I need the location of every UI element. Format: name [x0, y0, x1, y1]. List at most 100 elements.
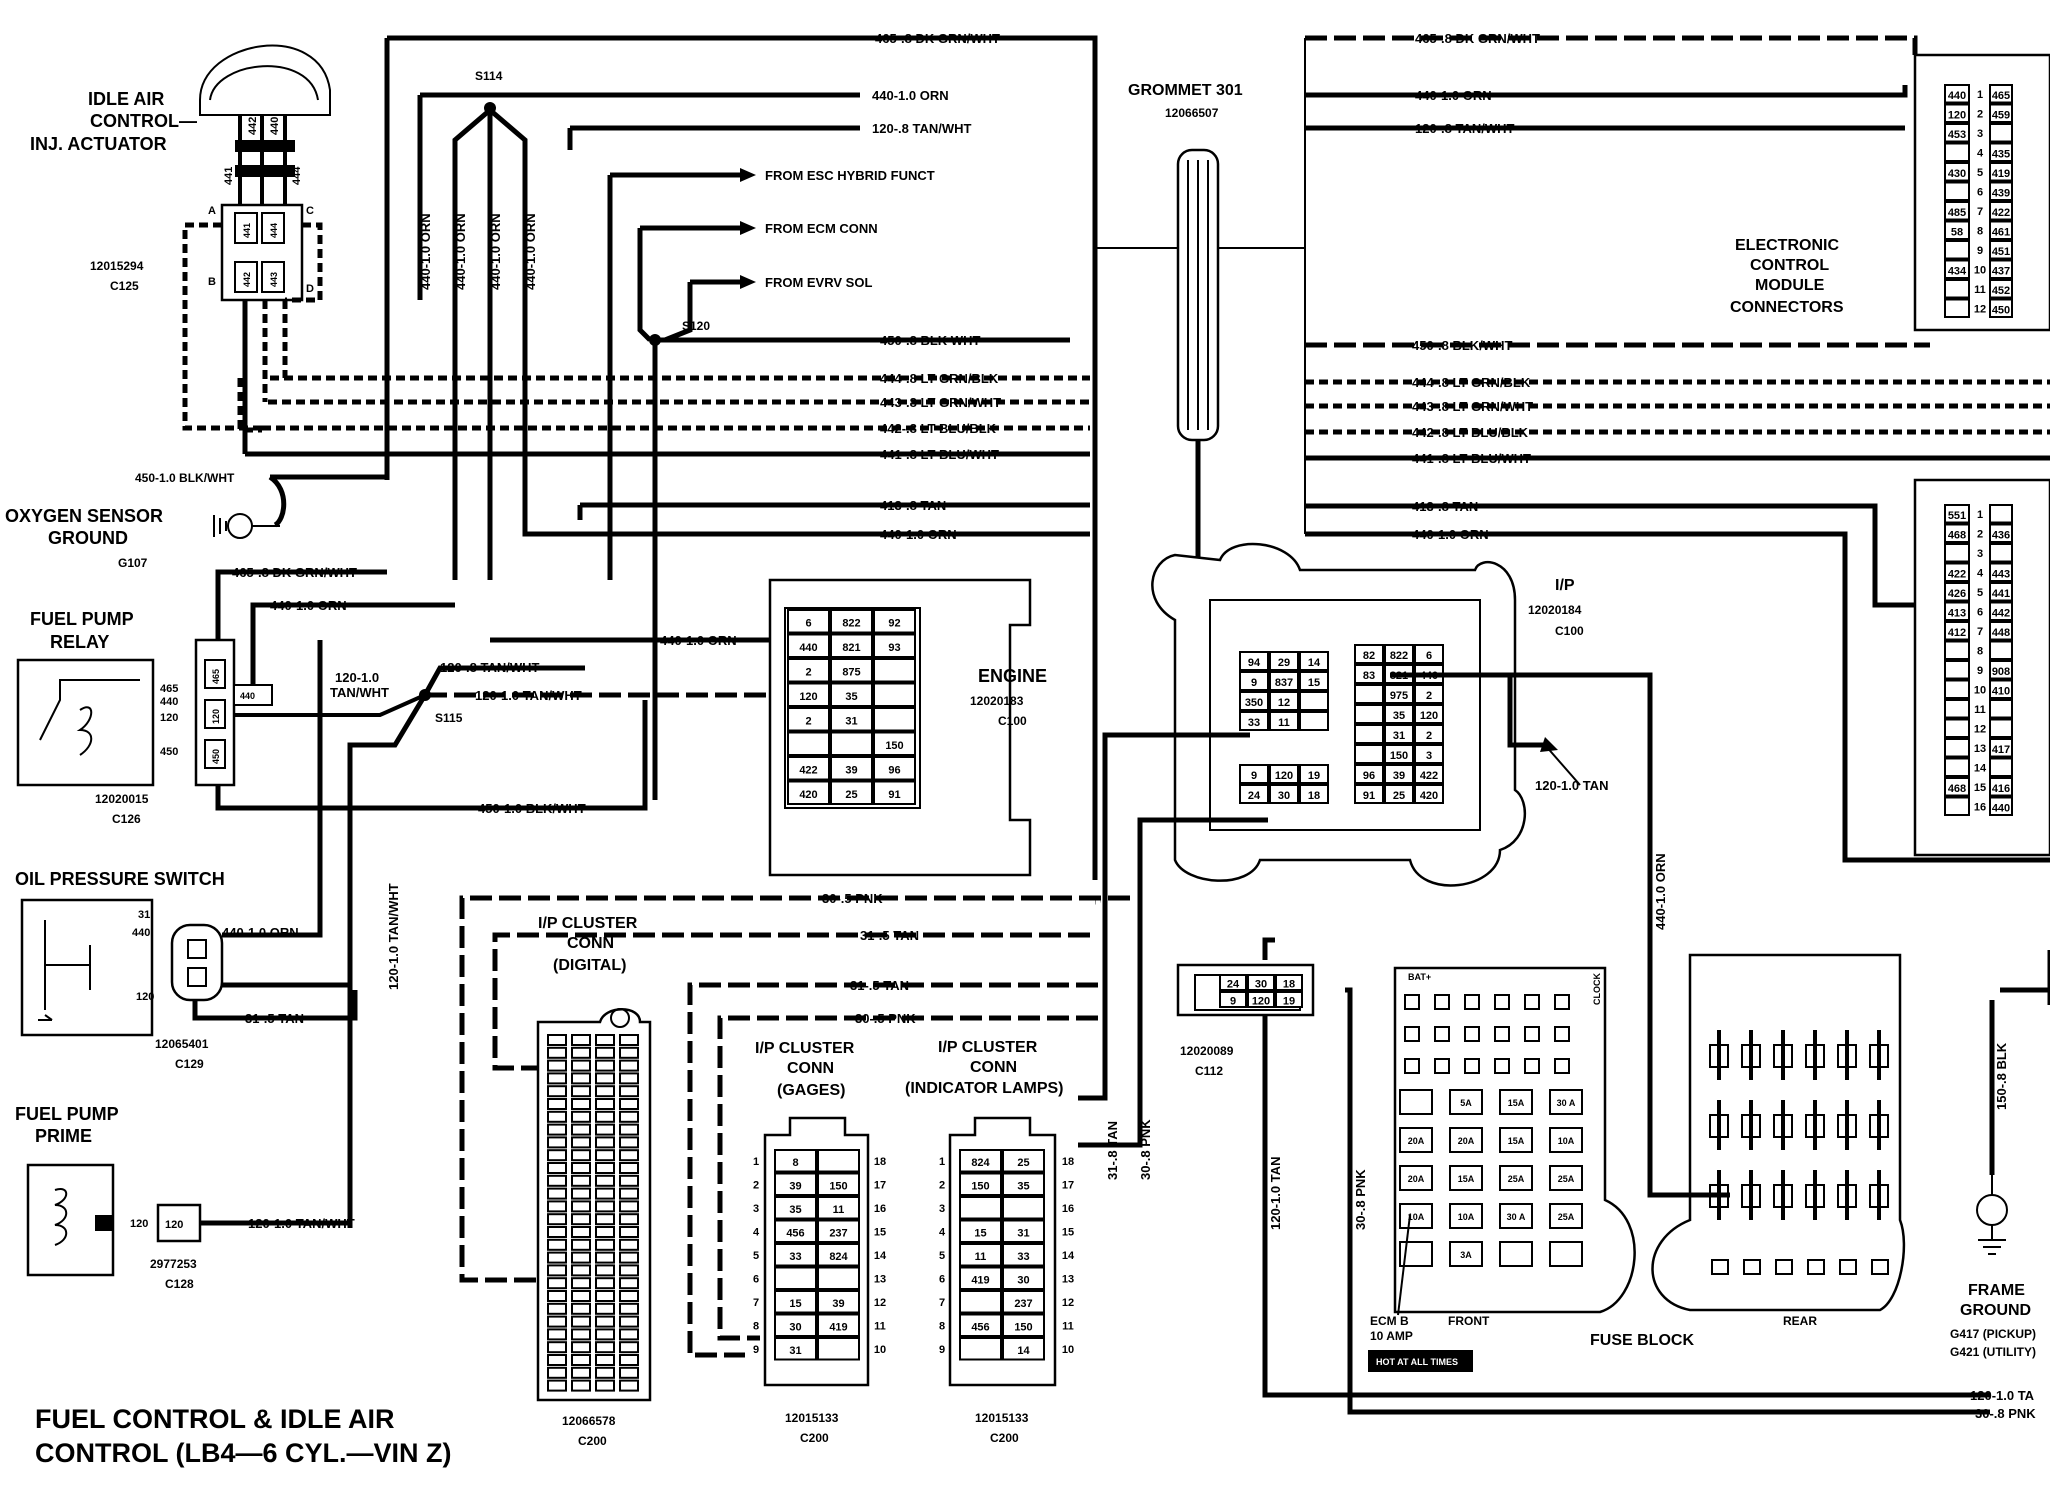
engine-cell	[873, 780, 916, 805]
cluster-digital-cell	[595, 1341, 615, 1354]
cluster-digital-cell	[595, 1290, 615, 1302]
ip-b-cell	[1414, 684, 1444, 704]
ecm-bot-cell	[1944, 543, 1970, 563]
fuse-small-slot	[1434, 994, 1450, 1010]
cluster-digital-grid	[547, 1034, 639, 1392]
wire-label-r440b: 440-1.0 ORN	[1412, 527, 1489, 542]
ecm-top-pin: 4	[1977, 148, 1984, 160]
ip-b-cell-label: 2	[1426, 730, 1432, 742]
fuse-slot	[1399, 1203, 1433, 1229]
wire-label-c112-30: 30-.8 PNK	[1353, 1169, 1368, 1230]
lamps-cell-label: 14	[1017, 1345, 1030, 1357]
cluster-digital-cell	[571, 1034, 591, 1046]
cluster-digital-cell	[547, 1328, 567, 1341]
cluster-digital-cell	[547, 1213, 567, 1226]
fuel-pump-relay: FUEL PUMP RELAY 465 440 120 450 465 120 …	[16, 565, 586, 826]
cluster-digital-cell	[595, 1046, 615, 1059]
cluster-gages-name-1: I/P CLUSTER	[755, 1040, 855, 1057]
cluster-digital-cell	[619, 1226, 639, 1238]
fuse-rating: 20A	[1458, 1136, 1475, 1146]
gages-left-pin: 9	[753, 1344, 759, 1356]
ecm-bot-pin: 2	[1977, 529, 1983, 541]
ip-c-cell	[1269, 764, 1299, 784]
wire-label-450: 450-.8 BLK WHT	[880, 333, 980, 348]
grommet-name: GROMMET 301	[1128, 82, 1243, 99]
engine-cell	[873, 731, 916, 756]
cluster-digital-cell	[595, 1085, 615, 1098]
cluster-digital-cell	[571, 1046, 591, 1059]
lamps-cell-label: 237	[1014, 1298, 1032, 1310]
ecm-top-cell	[1944, 201, 1970, 221]
gages-cell-label: 31	[789, 1345, 801, 1357]
cluster-digital-cell	[547, 1238, 567, 1251]
wire-label-ops-440: 440-1.0 ORN	[222, 925, 299, 940]
ip-b-cell-label: 420	[1420, 790, 1438, 802]
wire-label-pnk30a: 30-.5 PNK	[822, 891, 883, 906]
cluster-digital-cell	[595, 1251, 615, 1264]
ip-a-cell-label: 12	[1278, 697, 1290, 709]
cluster-digital-cell	[547, 1123, 567, 1136]
ecm-bot-cell-label: 413	[1948, 607, 1966, 619]
ip-a-cell	[1239, 651, 1269, 671]
lamps-cell-label: 150	[971, 1180, 989, 1192]
cluster-digital-cell	[547, 1379, 567, 1392]
ip-b-cell	[1384, 704, 1414, 724]
ecm-bot-cell-label: 468	[1948, 529, 1966, 541]
ip-b-cell-label: 150	[1390, 750, 1408, 762]
ecm-connectors: ELECTRONIC CONTROL MODULE CONNECTORS 440…	[1730, 53, 2050, 857]
cluster-digital-cell	[547, 1174, 567, 1187]
ecm-top-r-cell	[1989, 279, 2013, 299]
engine-cell	[787, 633, 830, 658]
ops-pin-120: 120	[136, 991, 154, 1003]
ecm-bot-r-cell	[1989, 562, 2013, 582]
cluster-gages-name-3: (GAGES)	[777, 1082, 845, 1099]
cluster-digital-cell	[571, 1264, 591, 1277]
engine-cell-label: 93	[888, 642, 900, 654]
fuse-slot	[1499, 1203, 1533, 1229]
ecm-top-r-cell	[1989, 162, 2013, 182]
gages-right-pin: 10	[874, 1344, 886, 1356]
lamps-right-pin: 15	[1062, 1227, 1074, 1239]
o2-sensor-ground: 450-1.0 BLK/WHT OXYGEN SENSOR GROUND G10…	[5, 471, 387, 570]
cluster-digital-cell	[571, 1302, 591, 1315]
gages-cell	[774, 1313, 817, 1337]
ip-b-cell-label: 422	[1420, 770, 1438, 782]
gages-cell-label: 35	[789, 1204, 801, 1216]
cluster-digital-cell	[595, 1354, 615, 1366]
cluster-lamps-part: 12015133	[975, 1411, 1029, 1425]
cluster-digital-cell	[571, 1290, 591, 1302]
iac-name-1: IDLE AIR	[88, 89, 164, 109]
cluster-digital-cell	[547, 1136, 567, 1149]
fuse-slot	[1449, 1127, 1483, 1153]
fuse-slot	[1449, 1241, 1483, 1267]
engine-cell	[830, 731, 873, 756]
ecm-top-cell	[1944, 240, 1970, 260]
engine-cell	[787, 658, 830, 683]
ecm-bot-cell	[1944, 757, 1970, 777]
fuse-front: FRONT	[1448, 1314, 1490, 1328]
ip-a-cell-label: 94	[1248, 657, 1261, 669]
ip-b-cell-label: 83	[1363, 670, 1375, 682]
fuse-ecm-b-2: 10 AMP	[1370, 1329, 1413, 1343]
cluster-digital-cell	[571, 1174, 591, 1187]
relay-conn: C126	[112, 812, 141, 826]
ecm-top-r-cell	[1989, 103, 2013, 123]
cluster-digital-cell	[595, 1187, 615, 1200]
wire-label-120-top: 120-.8 TAN/WHT	[872, 121, 971, 136]
ip-b-cell	[1354, 784, 1384, 804]
ip-c-cell-label: 18	[1308, 790, 1320, 802]
grommet-part: 12066507	[1165, 106, 1219, 120]
ecm-bot-pin: 11	[1974, 704, 1986, 716]
lamps-cell	[959, 1243, 1002, 1267]
wire-label-ip-120-tan: 120-1.0 TAN	[1535, 778, 1608, 793]
ecm-top-pin: 5	[1977, 167, 1983, 179]
cluster-digital-cell	[595, 1379, 615, 1392]
cluster-digital-cell	[571, 1059, 591, 1072]
cluster-digital-cell	[595, 1238, 615, 1251]
prime-connector	[156, 1203, 202, 1243]
engine-cell-label: 25	[845, 789, 857, 801]
relay-cell-120: 120	[211, 709, 221, 724]
gages-right-pin: 15	[874, 1227, 886, 1239]
